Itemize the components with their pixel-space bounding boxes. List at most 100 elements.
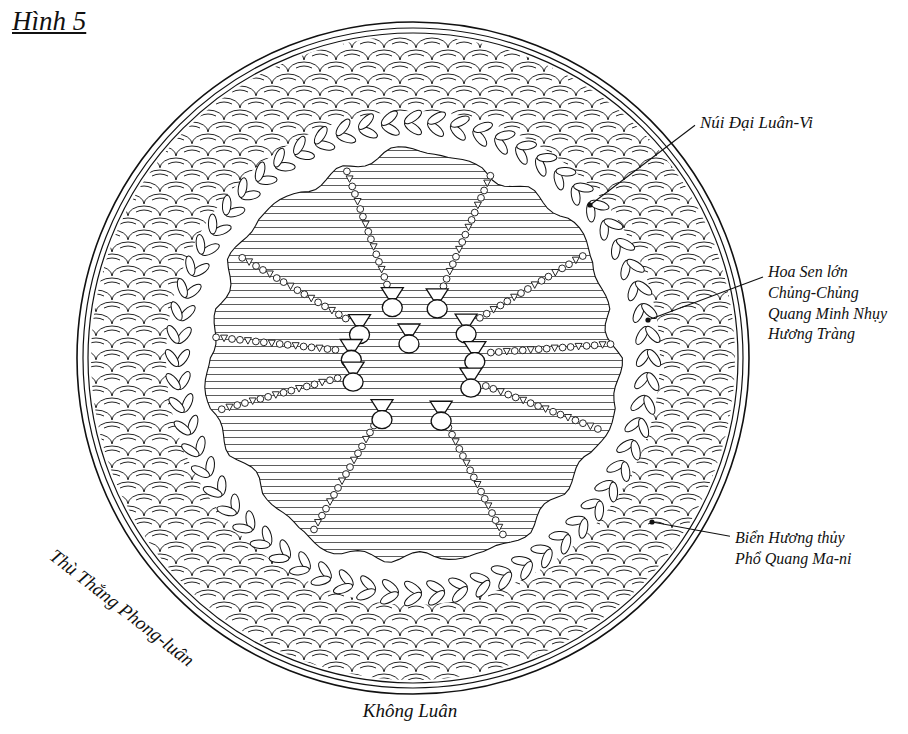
bead-tassel <box>446 268 453 275</box>
mountain-leaf <box>167 395 187 415</box>
bead <box>273 275 280 282</box>
bead <box>323 505 330 512</box>
mountain-leaf <box>578 518 590 539</box>
bead-tassel <box>485 503 492 510</box>
bead <box>579 253 586 260</box>
bead <box>242 400 249 407</box>
bead <box>376 258 383 265</box>
lotus-cup <box>460 368 482 397</box>
bead <box>365 228 372 235</box>
leader-dot <box>645 317 650 322</box>
bead <box>481 187 488 194</box>
bead <box>559 265 566 272</box>
mountain-leaf <box>312 125 330 146</box>
lotus-cup <box>455 314 477 343</box>
bead <box>505 391 512 398</box>
bead <box>453 253 460 260</box>
cup-top <box>460 368 482 379</box>
mountain-leaf <box>172 418 193 437</box>
bead <box>459 239 466 246</box>
bead <box>476 314 483 321</box>
mountain-leaf <box>180 441 201 459</box>
cup-top <box>464 342 486 353</box>
bead <box>280 389 287 396</box>
leader-line <box>652 522 730 536</box>
bead-tassel <box>272 392 279 399</box>
bead-tassel <box>246 259 253 266</box>
mountain-leaf <box>232 523 253 535</box>
cup-base <box>461 379 481 397</box>
bead <box>260 339 267 346</box>
mountain-leaf <box>310 574 331 587</box>
leader-line <box>648 277 763 320</box>
bead <box>535 346 542 353</box>
bead-tassel <box>292 343 299 350</box>
cup-top <box>371 400 393 411</box>
mountain-leaf <box>516 140 537 151</box>
cup-base <box>382 299 402 317</box>
mountain-ring <box>163 108 663 608</box>
bead <box>331 491 338 498</box>
bead <box>535 403 542 410</box>
bead <box>497 302 504 309</box>
bead <box>335 485 342 492</box>
mountain-leaf <box>539 548 554 570</box>
mountain-leaf <box>379 589 401 606</box>
bead <box>519 347 526 354</box>
bead <box>294 287 301 294</box>
bead <box>583 342 590 349</box>
bead <box>280 279 287 286</box>
bead-tassel <box>474 482 481 489</box>
bead <box>288 387 295 394</box>
mountain-leaf <box>603 217 625 232</box>
mountain-leaf <box>449 114 471 130</box>
lotus-cup <box>398 324 420 353</box>
cup-top <box>430 401 452 412</box>
mountain-leaf <box>269 554 289 563</box>
bead <box>489 510 496 517</box>
bead <box>308 344 315 351</box>
bead <box>322 303 329 310</box>
mountain-leaf <box>473 578 492 599</box>
bead <box>527 400 534 407</box>
mountain-leaf <box>163 371 182 392</box>
bead <box>591 342 598 349</box>
bead <box>319 512 326 519</box>
callout-label: Biển Hương thủy Phổ Quang Ma-ni <box>735 528 870 570</box>
mountain-leaf <box>495 129 516 142</box>
mountain-leaf <box>289 565 310 576</box>
bead <box>478 488 485 495</box>
bead-tassel <box>575 343 582 350</box>
mountain-leaf <box>250 539 271 549</box>
lotus-cup <box>342 362 364 391</box>
bead <box>265 393 272 400</box>
bead <box>303 383 310 390</box>
cup-top <box>342 362 364 373</box>
bead <box>572 417 579 424</box>
bead <box>443 275 450 282</box>
bead <box>349 183 356 190</box>
bead-tassel <box>316 345 323 352</box>
bead-tassel <box>465 224 472 231</box>
mountain-leaf <box>169 300 185 322</box>
mountain-leaf <box>643 324 662 345</box>
bead <box>470 474 477 481</box>
mountain-leaf <box>620 461 631 482</box>
wind-ring <box>88 33 738 683</box>
bead-tassel <box>511 294 518 301</box>
bead <box>538 277 545 284</box>
callout-label: Hoa Sen lớn Chủng-Chủng Quang Minh Nhụy … <box>768 262 896 345</box>
bead-tassel <box>328 307 335 314</box>
bead-tassel <box>542 406 549 413</box>
mountain-leaf <box>222 195 232 216</box>
lotus-cup <box>426 289 448 318</box>
bead <box>368 236 375 243</box>
mountain-leaf <box>208 214 217 234</box>
mountain-leaf <box>334 117 353 138</box>
bead <box>357 206 364 213</box>
figure-title: Hình 5 <box>12 6 86 37</box>
bead-tassel <box>531 282 538 289</box>
bead <box>276 341 283 348</box>
bead <box>456 445 463 452</box>
bead <box>352 191 359 198</box>
